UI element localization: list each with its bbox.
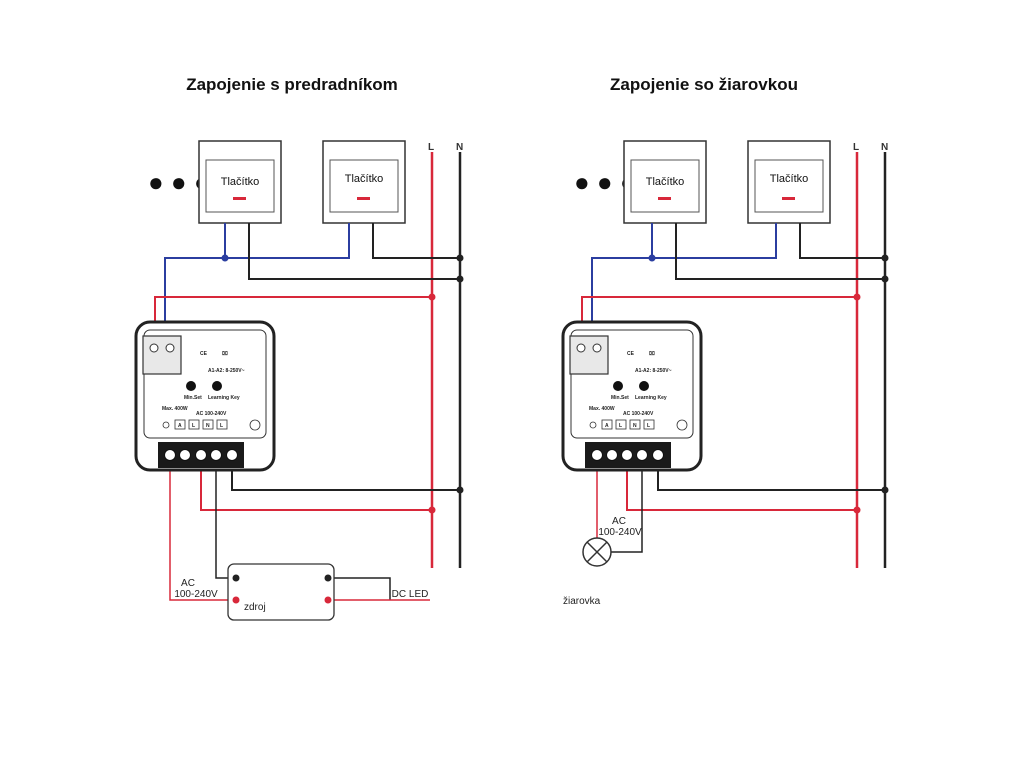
left-button-2-led (357, 197, 370, 200)
right-max-label: Max. 400W (589, 406, 615, 412)
left-ce-mark: CE (200, 351, 208, 357)
left-psu-label: zdroj (244, 602, 266, 613)
right-ac-device-label: AC 100-240V (623, 411, 654, 417)
right-button-1-led (658, 197, 671, 200)
left-terminal-block (158, 442, 244, 468)
svg-text:⌧: ⌧ (649, 351, 655, 357)
right-terminal-label-4: L (647, 423, 650, 429)
left-terminal-label-1: A (178, 423, 182, 429)
left-push-button-1: Tlačítko (198, 140, 282, 224)
left-push-button-2: Tlačítko (322, 140, 406, 224)
left-ac-range: 100-240V (174, 589, 218, 600)
left-min-set-label: Min.Set (184, 395, 202, 401)
left-button-1-led (233, 197, 246, 200)
left-learning-key-button (212, 381, 222, 391)
right-junctions (648, 254, 889, 514)
left-power-supply: zdroj (227, 563, 335, 621)
right-lamp-symbol (582, 537, 612, 567)
right-min-set-label: Min.Set (611, 395, 629, 401)
left-terminal-label-2: L (192, 423, 195, 429)
right-bus-l-label: L (853, 142, 859, 153)
left-diagram: Zapojenie s predradníkom L N ● ● ● Tlačí… (134, 75, 464, 621)
left-bus-n-label: N (456, 142, 463, 153)
left-junctions (221, 254, 464, 514)
left-freq-label: A1-A2: 8-250V~ (208, 368, 245, 374)
left-button-1-label: Tlačítko (221, 176, 260, 188)
right-dimmer-module: CE ⌧ A1-A2: 8-250V~ Min.Set Learning Key… (561, 320, 703, 472)
left-learning-key-label: Learning Key (208, 395, 240, 401)
left-button-2-label: Tlačítko (345, 173, 384, 185)
right-diagram: Zapojenie so žiarovkou L N ● ● ● Tlačítk… (561, 75, 889, 607)
left-bus-l-label: L (428, 142, 434, 153)
left-dc-label: DC LED (392, 589, 429, 600)
right-ce-mark: CE (627, 351, 635, 357)
right-freq-label: A1-A2: 8-250V~ (635, 368, 672, 374)
right-push-button-1: Tlačítko (623, 140, 707, 224)
right-learning-key-label: Learning Key (635, 395, 667, 401)
right-ac-label: AC (612, 516, 626, 527)
left-min-set-button (186, 381, 196, 391)
left-terminal-label-3: N (206, 423, 210, 429)
right-min-set-button (613, 381, 623, 391)
left-ac-label: AC (181, 578, 195, 589)
right-button-2-label: Tlačítko (770, 173, 809, 185)
right-bus-n-label: N (881, 142, 888, 153)
left-terminal-label-4: L (220, 423, 223, 429)
right-terminal-labels: A L N L (589, 419, 688, 431)
right-button-2-led (782, 197, 795, 200)
left-dimmer-module: CE ⌧ A1-A2: 8-250V~ Min.Set Learning Key… (134, 320, 276, 472)
left-max-label: Max. 400W (162, 406, 188, 412)
left-title: Zapojenie s predradníkom (186, 75, 398, 94)
right-terminal-block (585, 442, 671, 468)
right-button-1-label: Tlačítko (646, 176, 685, 188)
right-push-button-2: Tlačítko (747, 140, 831, 224)
right-ac-range: 100-240V (598, 527, 642, 538)
right-learning-key-button (639, 381, 649, 391)
left-terminal-labels: A L N L (162, 419, 261, 431)
right-terminal-label-1: A (605, 423, 609, 429)
right-lamp-label: žiarovka (563, 596, 601, 607)
svg-text:⌧: ⌧ (222, 351, 228, 357)
right-terminal-label-3: N (633, 423, 637, 429)
right-terminal-label-2: L (619, 423, 622, 429)
right-title: Zapojenie so žiarovkou (610, 75, 798, 94)
left-ac-device-label: AC 100-240V (196, 411, 227, 417)
